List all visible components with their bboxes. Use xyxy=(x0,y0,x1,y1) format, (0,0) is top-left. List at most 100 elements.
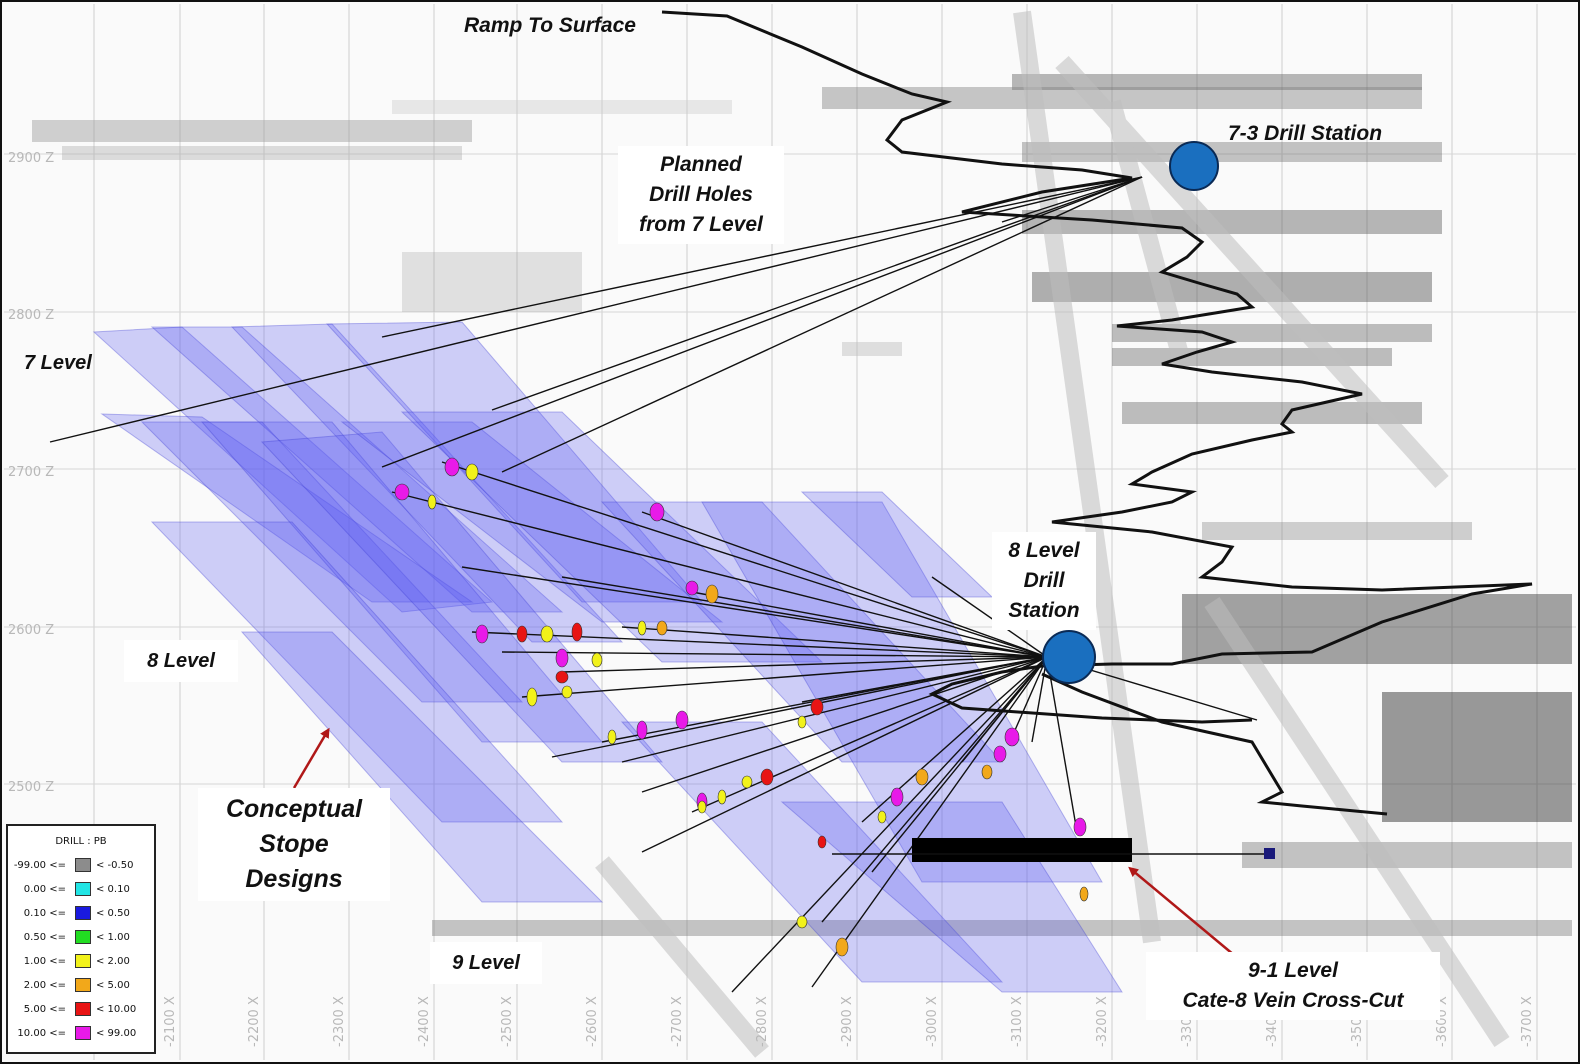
x-label: -2100 X xyxy=(163,996,178,1047)
legend-lo: 0.50 <= xyxy=(23,931,66,943)
legend-lo: 0.00 <= xyxy=(23,883,66,895)
assay-marker xyxy=(810,698,824,716)
assay-marker xyxy=(394,483,410,501)
assay-marker xyxy=(607,729,617,745)
crosscut-arrow xyxy=(1128,866,1241,961)
stope-shape xyxy=(100,413,474,603)
planned-hole xyxy=(381,176,1143,338)
x-label: -3200 X xyxy=(1095,996,1110,1047)
drill-hole xyxy=(641,511,1048,658)
level-8-label: 8 Level xyxy=(124,640,238,682)
assay-marker xyxy=(796,915,808,929)
legend-hi: < -0.50 xyxy=(96,859,134,871)
stope-shape xyxy=(150,521,564,823)
drill-hole xyxy=(801,656,1048,703)
legend-row: 10.00 <=< 99.00 xyxy=(8,1021,154,1045)
legend-hi: < 2.00 xyxy=(96,955,130,967)
legend-swatch xyxy=(75,1002,91,1016)
stope-arrow xyxy=(292,727,330,789)
z-label-2500: 2500 Z xyxy=(8,780,54,795)
drill-hole xyxy=(621,656,1048,763)
z-axis-labels: 2900 Z 2800 Z 2700 Z 2600 Z 2500 Z xyxy=(8,151,54,795)
planned-hole xyxy=(1001,176,1143,223)
x-label: -2500 X xyxy=(500,996,515,1047)
crosscut-label-line1: 9-1 Level xyxy=(1248,959,1338,982)
assay-marker xyxy=(636,720,648,740)
drill-hole xyxy=(1011,656,1048,738)
legend-swatch xyxy=(75,930,91,944)
drill-hole xyxy=(441,461,1048,658)
legend-lo: 1.00 <= xyxy=(23,955,66,967)
z-label-2600: 2600 Z xyxy=(8,623,54,638)
drill-hole xyxy=(561,576,1048,658)
legend-lo: 0.10 <= xyxy=(23,907,66,919)
assay-marker xyxy=(465,463,479,481)
assay-marker xyxy=(591,652,603,668)
drill-hole xyxy=(641,656,1048,793)
x-label: -2300 X xyxy=(332,996,347,1047)
x-label: -3100 X xyxy=(1010,996,1025,1047)
level-9-label: 9 Level xyxy=(430,942,542,984)
assay-marker xyxy=(427,494,437,510)
x-label: -2400 X xyxy=(417,996,432,1047)
assay-intervals xyxy=(394,457,1089,957)
x-gridlines xyxy=(93,4,1538,1060)
assay-marker xyxy=(555,670,569,684)
drill-hole xyxy=(551,656,1048,758)
legend-hi: < 0.50 xyxy=(96,907,130,919)
assay-marker xyxy=(444,457,460,477)
assay-marker xyxy=(1073,817,1087,837)
assay-marker xyxy=(981,764,993,780)
conceptual-stope-label: Conceptual Stope Designs xyxy=(198,788,390,901)
legend-hi: < 5.00 xyxy=(96,979,130,991)
assay-marker xyxy=(675,710,689,730)
drill-hole xyxy=(1046,656,1078,833)
station8-label-line2: Drill xyxy=(1023,569,1065,592)
drill-station-8-level xyxy=(1042,630,1096,684)
assay-marker xyxy=(571,622,583,642)
level-7-label: 7 Level xyxy=(24,352,92,374)
drill-hole xyxy=(621,626,1048,658)
planned-drill-holes-7-level xyxy=(49,176,1143,473)
legend-lo: 2.00 <= xyxy=(23,979,66,991)
x-label: -3000 X xyxy=(925,996,940,1047)
legend-swatch xyxy=(75,954,91,968)
stope-label-line1: Conceptual xyxy=(225,795,363,823)
x-label: -2700 X xyxy=(670,996,685,1047)
drill-hole xyxy=(1031,656,1048,743)
conceptual-stopes xyxy=(92,321,1123,993)
x-label: -2600 X xyxy=(585,996,600,1047)
drill-hole xyxy=(561,656,1048,673)
legend-title: DRILL : PB xyxy=(55,836,107,847)
legend-lo: 5.00 <= xyxy=(23,1003,66,1015)
drill-hole xyxy=(731,656,1048,993)
assay-marker xyxy=(685,580,699,596)
drill-hole xyxy=(961,656,1048,763)
legend-swatch xyxy=(75,858,91,872)
assay-marker xyxy=(760,768,774,786)
assay-marker xyxy=(1079,886,1089,902)
station8-label-line3: Station xyxy=(1008,599,1080,622)
crosscut-drift xyxy=(832,838,1275,862)
legend-hi: < 0.10 xyxy=(96,883,130,895)
assay-marker xyxy=(697,800,707,814)
x-label: -2900 X xyxy=(840,996,855,1047)
legend-lo: 10.00 <= xyxy=(17,1027,66,1039)
legend-row: 0.00 <= < 0.10 xyxy=(8,877,154,901)
legend-hi: < 10.00 xyxy=(96,1003,137,1015)
drill-holes-8-level xyxy=(391,461,1258,993)
drill-pb-legend: DRILL : PB -99.00 <=< -0.50 0.00 <= < 0.10… xyxy=(6,824,156,1054)
planned-hole xyxy=(491,176,1143,411)
assay-marker xyxy=(915,768,929,786)
stope-label-line3: Designs xyxy=(245,865,343,893)
assay-marker xyxy=(475,624,489,644)
legend-row: -99.00 <=< -0.50 xyxy=(8,853,154,877)
assay-marker xyxy=(741,775,753,789)
development-drifts xyxy=(32,74,1572,936)
assay-marker xyxy=(540,625,554,643)
stope-shape xyxy=(150,326,564,613)
legend-row: 2.00 <= < 5.00 xyxy=(8,973,154,997)
z-label-2800: 2800 Z xyxy=(8,308,54,323)
legend-row: 0.50 <=< 1.00 xyxy=(8,925,154,949)
